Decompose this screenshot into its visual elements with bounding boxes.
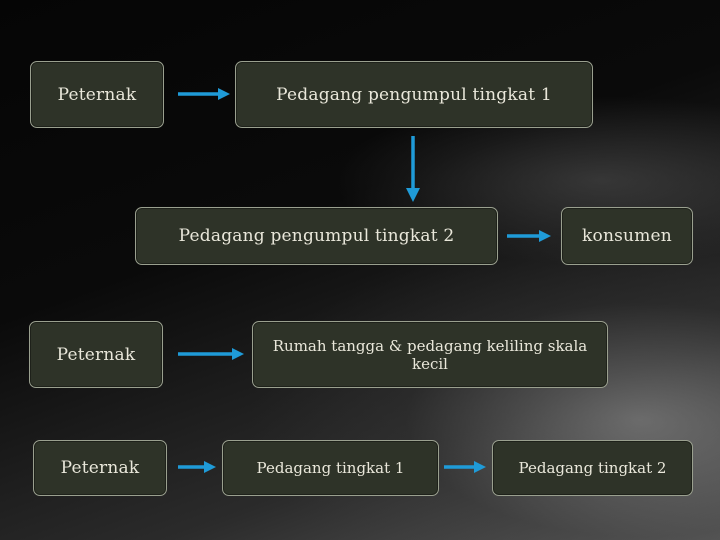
node-label: Peternak	[60, 458, 140, 478]
node-pedagang-pengumpul-tingkat-2: Pedagang pengumpul tingkat 2	[135, 207, 498, 265]
node-peternak-3: Peternak	[33, 440, 167, 496]
node-pedagang-pengumpul-tingkat-1: Pedagang pengumpul tingkat 1	[235, 61, 593, 128]
arrow-right-icon	[507, 230, 551, 242]
node-konsumen: konsumen	[561, 207, 693, 265]
node-label: Peternak	[56, 344, 136, 365]
arrow-down-icon	[406, 136, 420, 202]
node-pedagang-tingkat-2: Pedagang tingkat 2	[492, 440, 693, 496]
node-label: Peternak	[57, 84, 137, 105]
arrow-right-icon	[178, 88, 230, 100]
arrow-right-icon	[178, 348, 244, 360]
node-label: Pedagang tingkat 1	[256, 459, 405, 477]
node-rumah-tangga: Rumah tangga & pedagang keliling skala k…	[252, 321, 608, 388]
node-label: Pedagang pengumpul tingkat 2	[178, 226, 455, 246]
node-peternak-1: Peternak	[30, 61, 164, 128]
node-peternak-2: Peternak	[29, 321, 163, 388]
node-label: Pedagang tingkat 2	[518, 459, 667, 477]
node-pedagang-tingkat-1: Pedagang tingkat 1	[222, 440, 439, 496]
arrow-right-icon	[444, 461, 486, 473]
node-label: Rumah tangga & pedagang keliling skala k…	[272, 336, 588, 373]
node-label: Pedagang pengumpul tingkat 1	[276, 84, 552, 105]
arrow-right-icon	[178, 461, 216, 473]
node-label: konsumen	[582, 226, 672, 246]
